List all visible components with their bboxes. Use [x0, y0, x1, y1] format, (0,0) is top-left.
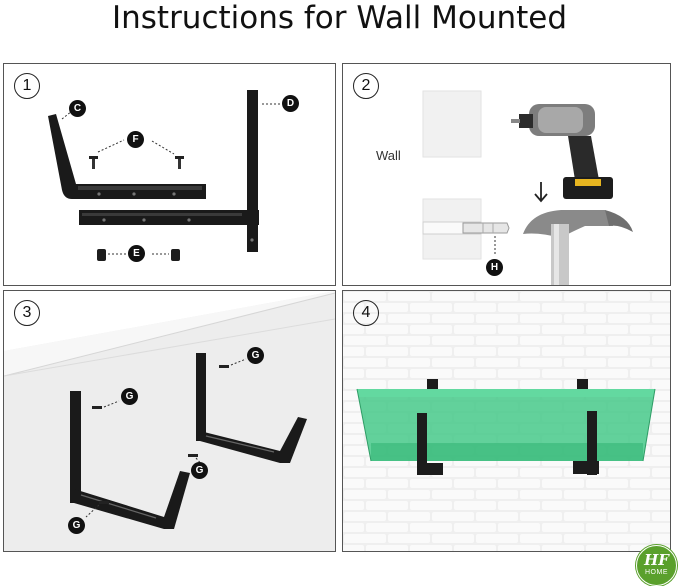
- step-2-illustration: [422, 90, 633, 285]
- step-4-illustration: [343, 291, 670, 551]
- step-1-panel: 1 C D F E: [3, 63, 336, 286]
- label-g-3: G: [191, 462, 208, 479]
- bracket-left: [70, 391, 190, 529]
- drill-icon: [511, 104, 613, 199]
- bracket-d: [79, 90, 259, 252]
- label-g-1: G: [121, 388, 138, 405]
- wall-label: Wall: [376, 148, 401, 163]
- bracket-front-right: [573, 411, 599, 475]
- step-2-panel: 2 Wall H: [342, 63, 671, 286]
- planter-box: [356, 388, 656, 462]
- step-number-2: 2: [353, 73, 379, 99]
- step-3-illustration: [4, 291, 335, 551]
- spacers-e: [97, 249, 180, 261]
- label-g-4: G: [68, 517, 85, 534]
- step-3-panel: 3 G G G G: [3, 290, 336, 552]
- down-arrow-icon: [534, 182, 548, 203]
- label-d: D: [282, 95, 299, 112]
- step-number-4: 4: [353, 300, 379, 326]
- wall-anchor: [462, 222, 510, 234]
- hammer-icon: [523, 210, 633, 285]
- bracket-c: [48, 114, 206, 199]
- label-e: E: [128, 245, 145, 262]
- step-1-illustration: [48, 90, 282, 261]
- label-g-2: G: [247, 347, 264, 364]
- step-number-1: 1: [14, 73, 40, 99]
- page-title: Instructions for Wall Mounted: [111, 0, 568, 36]
- screws-g: [92, 365, 229, 504]
- label-f: F: [127, 131, 144, 148]
- wall-swatch: [422, 90, 482, 158]
- screws-f: [89, 156, 184, 169]
- bracket-right: [196, 353, 307, 463]
- step-number-3: 3: [14, 300, 40, 326]
- label-h: H: [486, 259, 503, 276]
- step-4-panel: 4: [342, 290, 671, 552]
- label-c: C: [69, 100, 86, 117]
- bracket-front-left: [417, 413, 443, 475]
- hf-home-logo: HF HOME: [636, 545, 677, 586]
